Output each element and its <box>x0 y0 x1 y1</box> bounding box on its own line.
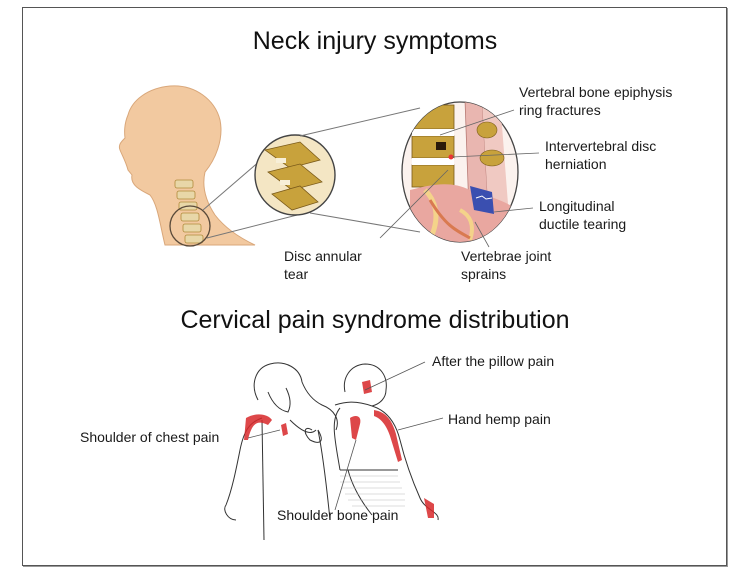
label-shoulder-bone-pain: Shoulder bone pain <box>277 507 399 523</box>
label-joint-sprains: Vertebrae joint sprains <box>461 247 551 283</box>
head-profile <box>118 85 256 247</box>
label-herniation-line2: herniation <box>545 156 607 172</box>
label-epiphysis-fractures: Vertebral bone epiphysis ring fractures <box>519 83 672 119</box>
label-chest-pain: Shoulder of chest pain <box>80 429 220 445</box>
label-disc-annular-tear: Disc annular tear <box>284 247 362 283</box>
label-herniation-line1: Intervertebral disc <box>545 138 657 154</box>
label-ligament-line2: ductile tearing <box>539 216 627 232</box>
label-disc-herniation: Intervertebral disc herniation <box>545 137 656 173</box>
neck-injury-title: Neck injury symptoms <box>252 27 498 55</box>
label-hand-hemp-pain: Hand hemp pain <box>448 411 551 427</box>
pain-distribution-title: Cervical pain syndrome distribution <box>180 306 570 334</box>
label-epiphysis-line1: Vertebral bone epiphysis <box>519 84 673 100</box>
label-sprain-line1: Vertebrae joint <box>461 248 552 264</box>
label-annular-line1: Disc annular <box>284 248 362 264</box>
label-ligament-tearing: Longitudinal ductile tearing <box>539 197 626 233</box>
label-sprain-line2: sprains <box>461 266 507 282</box>
magnified-cervical-vertebrae <box>254 134 336 216</box>
label-annular-line2: tear <box>284 266 309 282</box>
label-ligament-line1: Longitudinal <box>539 198 615 214</box>
label-pillow-pain: After the pillow pain <box>432 353 555 369</box>
pain-zones <box>244 380 434 518</box>
label-epiphysis-line2: ring fractures <box>519 102 601 118</box>
